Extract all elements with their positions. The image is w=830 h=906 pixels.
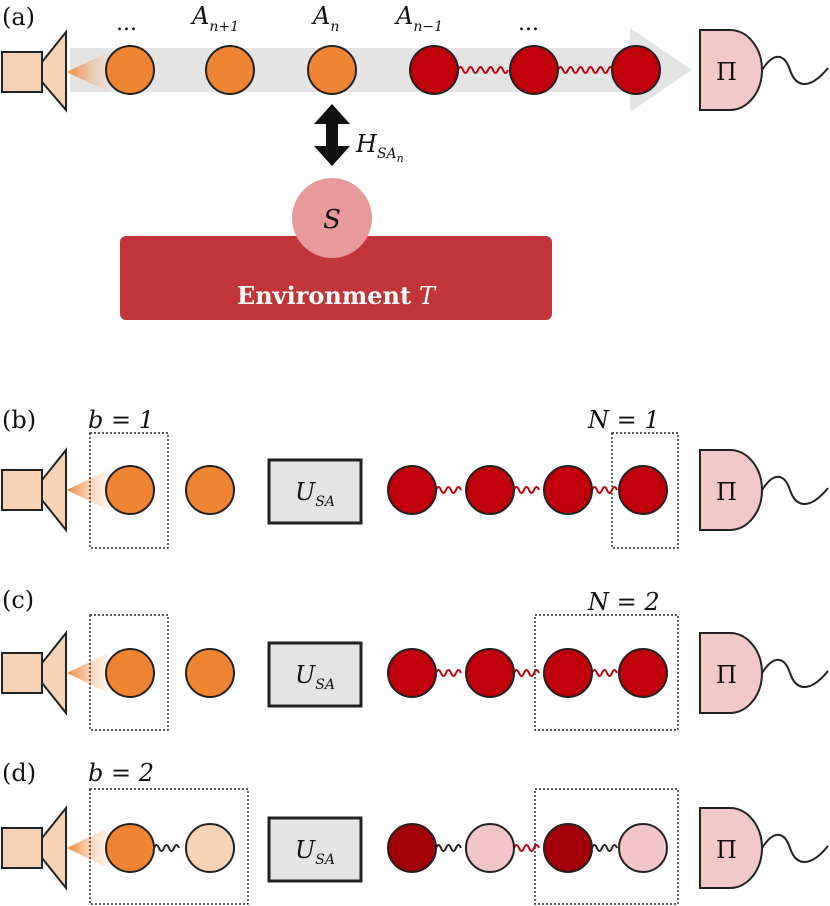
spring-d-2	[435, 844, 462, 852]
source-emitter-c	[1, 630, 108, 716]
emission-beam	[67, 52, 108, 92]
panel-c-label: (c)	[2, 586, 34, 614]
spring-d-3	[513, 844, 540, 852]
ancilla-d-4	[465, 823, 515, 873]
dots-left: ...	[116, 11, 137, 36]
ancilla-c-5	[543, 648, 593, 698]
spring-a-1	[457, 66, 509, 74]
system-label: S	[323, 205, 341, 235]
window-size-label-c: N = 2	[587, 588, 660, 616]
detector-c: Π	[699, 632, 829, 714]
block-size-label-d: b = 2	[88, 759, 154, 787]
panel-b: (b) b = 1 N = 1 USA Π	[1, 406, 829, 549]
spring-c-2	[513, 669, 540, 677]
unitary-box-c	[267, 641, 363, 708]
unitary-box-b	[267, 458, 363, 525]
spring-a-2	[557, 66, 614, 74]
ancilla-a-3	[307, 45, 357, 95]
panel-a-label: (a)	[2, 3, 35, 31]
ancilla-d-3	[387, 823, 437, 873]
dots-right: ...	[518, 11, 539, 36]
ancilla-d-6	[618, 823, 668, 873]
coupling-hamiltonian-label: HSAn	[355, 130, 404, 165]
ancilla-d-5	[543, 823, 593, 873]
ancilla-a-1	[105, 45, 155, 95]
detector-b-label: Π	[716, 478, 737, 506]
ancilla-b-4	[465, 465, 515, 515]
ancilla-b-6	[618, 465, 668, 515]
ancilla-b-3	[387, 465, 437, 515]
detector-a-signal	[761, 55, 829, 85]
ancilla-a-2	[205, 45, 255, 95]
spring-c-3	[591, 669, 618, 677]
spring-c-1	[435, 669, 462, 677]
panel-d: (d) b = 2 USA Π	[1, 759, 829, 905]
label-a-next: An+1	[190, 2, 239, 35]
panel-d-label: (d)	[2, 759, 36, 787]
window-box-c	[534, 614, 679, 731]
ancilla-a-5	[509, 45, 559, 95]
emitter-horn	[41, 29, 67, 113]
detector-a: Π	[699, 29, 829, 111]
ancilla-c-4	[465, 648, 515, 698]
spring-b-2	[513, 486, 540, 494]
detector-c-label: Π	[716, 661, 737, 689]
panel-a: (a) ... An+1 An An−1 ... Π	[1, 2, 829, 320]
block-box-b	[89, 432, 169, 549]
label-a-n: An	[311, 2, 339, 35]
source-emitter-d	[1, 805, 108, 891]
block-size-label-b: b = 1	[88, 406, 154, 434]
detector-d-label: Π	[716, 836, 737, 864]
unitary-label-d: USA	[295, 836, 335, 868]
ancilla-c-6	[618, 648, 668, 698]
ancilla-d-1	[105, 823, 155, 873]
ancilla-b-5	[543, 465, 593, 515]
block-box-d	[89, 788, 249, 905]
spring-d-1	[153, 844, 180, 852]
coupling-arrow	[314, 104, 350, 166]
system-circle	[292, 178, 372, 258]
emitter-body	[1, 51, 43, 93]
block-box-c	[89, 614, 169, 731]
panel-c: (c) N = 2 USA Π	[1, 586, 829, 731]
window-box-d	[534, 788, 679, 905]
detector-a-label: Π	[716, 58, 737, 86]
ancilla-a-6	[611, 45, 661, 95]
ancilla-b-2	[185, 465, 235, 515]
label-a-prev: An−1	[394, 2, 443, 35]
detector-b: Π	[699, 449, 829, 531]
detector-d: Π	[699, 807, 829, 889]
ancilla-c-2	[185, 648, 235, 698]
window-size-label-b: N = 1	[587, 406, 660, 434]
ancilla-d-2	[185, 823, 235, 873]
ancilla-b-1	[105, 465, 155, 515]
ancilla-a-4	[409, 45, 459, 95]
spring-b-3	[591, 486, 618, 494]
unitary-label-c: USA	[295, 661, 335, 693]
detector-a-body	[699, 29, 763, 111]
ancilla-c-1	[105, 648, 155, 698]
source-emitter	[1, 29, 108, 113]
panel-b-label: (b)	[2, 406, 36, 434]
spring-d-4	[591, 844, 618, 852]
environment-box	[120, 236, 552, 320]
spring-b-1	[435, 486, 462, 494]
unitary-label-b: USA	[295, 478, 335, 510]
source-emitter-b	[1, 447, 108, 533]
unitary-box-d	[267, 816, 363, 883]
ancilla-c-3	[387, 648, 437, 698]
